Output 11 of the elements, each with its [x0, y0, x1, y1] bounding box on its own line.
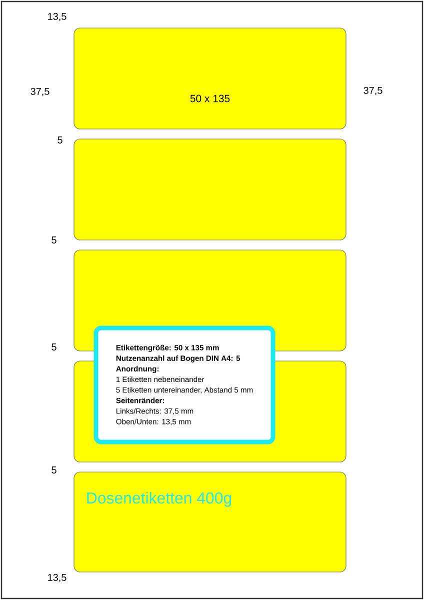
margin-label: 5: [52, 236, 56, 244]
margin-label: 13,5: [48, 12, 66, 22]
label-sheet: Dosenetiketten 400g: [74, 472, 346, 572]
margin-label: 5: [58, 136, 62, 144]
margin-label: 37,5: [364, 86, 382, 96]
label-sheet: 50 x 135: [74, 28, 346, 130]
margin-label: 5: [52, 344, 56, 350]
margin-label: 13,5: [48, 574, 66, 582]
margin-label: 37,5: [30, 88, 50, 96]
margin-label: 5: [52, 466, 56, 474]
label-sheet: [74, 138, 346, 240]
